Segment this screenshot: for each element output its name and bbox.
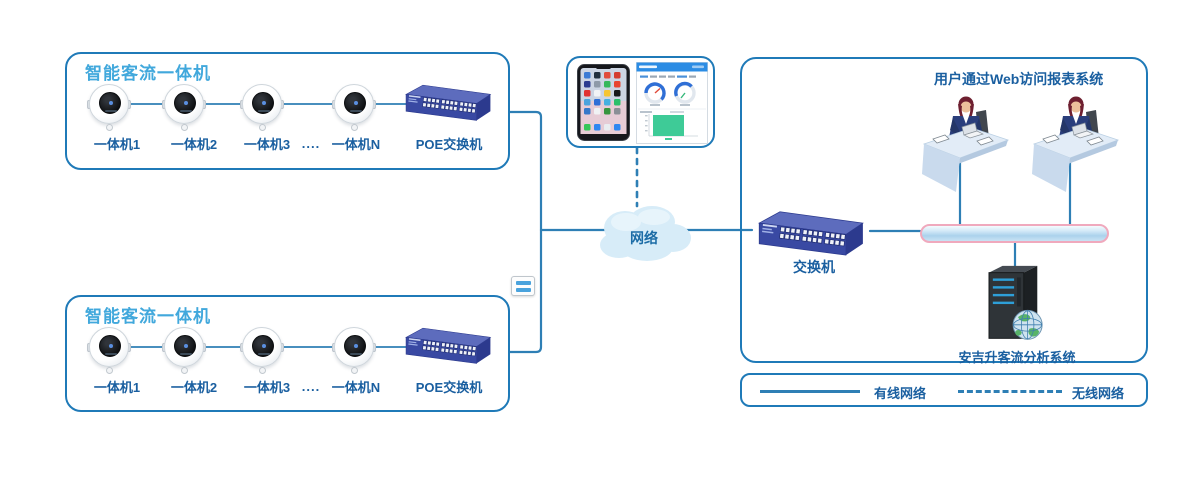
camera-base xyxy=(106,124,113,131)
cloud-label: 网络 xyxy=(630,230,658,246)
operator-desk-1 xyxy=(921,96,1009,193)
camera-lens-icon xyxy=(99,92,121,114)
network-bus-segment xyxy=(920,224,1109,243)
wire-group1-to-hub xyxy=(508,110,543,232)
device-label: 一体机1 xyxy=(93,137,141,152)
poe-switch-icon xyxy=(405,327,491,364)
poe-switch-icon xyxy=(405,84,491,121)
group2-chain-lines xyxy=(129,346,409,348)
group1-chain-lines xyxy=(129,103,409,105)
camera-lens-icon xyxy=(174,92,196,114)
device-label: 一体机3 xyxy=(243,137,291,152)
camera-lens-icon xyxy=(174,335,196,357)
device-label: 一体机2 xyxy=(170,137,218,152)
group1-title: 智能客流一体机 xyxy=(85,64,211,83)
device-label: 一体机1 xyxy=(93,380,141,395)
web-dashboard-preview xyxy=(636,62,708,144)
poe-switch-label: POE交换机 xyxy=(415,380,483,395)
analysis-server-icon xyxy=(988,265,1043,340)
camera-device xyxy=(162,82,206,134)
legend-box: 有线网络 无线网络 xyxy=(740,373,1148,407)
camera-lens-icon xyxy=(252,92,274,114)
group1-box: 智能客流一体机 一体机1 一体机2 一体机3 xyxy=(65,52,510,170)
camera-device xyxy=(332,325,376,377)
camera-device xyxy=(162,325,206,377)
device-label: 一体机N xyxy=(331,137,381,152)
server-label: 安吉升客流分析系统 xyxy=(958,350,1076,365)
wire-group2-to-hub xyxy=(508,228,543,354)
network-cloud: 网络 xyxy=(592,202,696,264)
switch-icon xyxy=(758,211,864,256)
device-ellipsis: .... xyxy=(301,136,321,151)
switch-label: 交换机 xyxy=(793,259,835,275)
legend-wireless-label: 无线网络 xyxy=(1072,386,1125,401)
mobile-panel-box xyxy=(566,56,715,148)
camera-lens-icon xyxy=(252,335,274,357)
network-node-icon xyxy=(511,276,535,296)
smartphone-icon xyxy=(577,64,630,141)
cloud-icon xyxy=(600,206,691,261)
camera-lens-icon xyxy=(344,92,366,114)
device-ellipsis: .... xyxy=(301,379,321,394)
camera-device xyxy=(87,82,131,134)
camera-device xyxy=(240,82,284,134)
group2-title: 智能客流一体机 xyxy=(85,307,211,326)
camera-lens-icon xyxy=(99,335,121,357)
poe-switch-label: POE交换机 xyxy=(415,137,483,152)
camera-body xyxy=(89,84,129,124)
legend-wired-label: 有线网络 xyxy=(874,386,927,401)
device-label: 一体机N xyxy=(331,380,381,395)
operator-desk-2 xyxy=(1031,96,1119,193)
legend-wireless-line xyxy=(958,390,1062,393)
device-label: 一体机3 xyxy=(243,380,291,395)
analysis-panel-box: 用户通过Web访问报表系统 交换机 安吉升客流分析系统 xyxy=(740,57,1148,365)
legend-wired-line xyxy=(760,390,860,393)
camera-device xyxy=(240,325,284,377)
camera-device xyxy=(87,325,131,377)
camera-device xyxy=(332,82,376,134)
device-label: 一体机2 xyxy=(170,380,218,395)
panel-title: 用户通过Web访问报表系统 xyxy=(934,71,1104,87)
group2-box: 智能客流一体机 一体机1 一体机2 一体机3 xyxy=(65,295,510,412)
camera-lens-icon xyxy=(344,335,366,357)
